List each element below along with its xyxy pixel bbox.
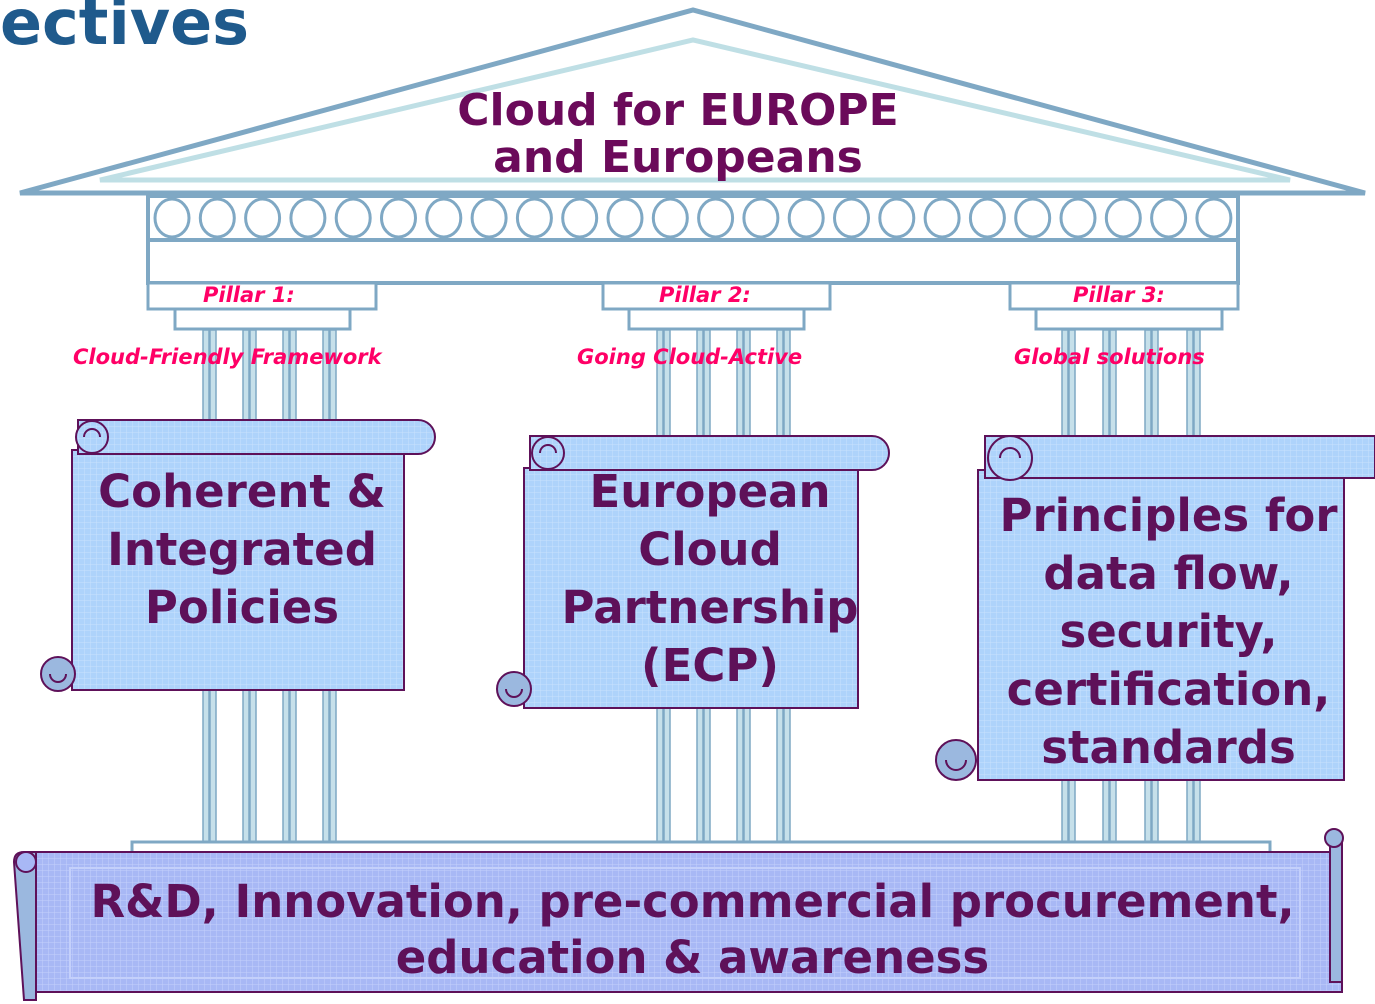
roof-title-line1: Cloud for EUROPE — [457, 85, 899, 136]
frieze-oval — [833, 197, 870, 239]
frieze-oval — [425, 197, 463, 239]
frieze-oval — [1014, 197, 1052, 239]
frieze-oval — [153, 197, 191, 239]
roof-title-line2: and Europeans — [493, 132, 863, 183]
frieze-oval — [515, 197, 553, 239]
frieze-oval — [651, 197, 689, 239]
scroll-pillar-2 — [496, 435, 890, 709]
roof-pediment — [19, 7, 1366, 196]
frieze-oval — [289, 197, 327, 239]
frieze-ovals — [153, 197, 1233, 239]
frieze-oval — [1195, 197, 1233, 239]
foundation-scroll — [12, 828, 1344, 1001]
scroll-pillar-1 — [40, 419, 436, 692]
frieze-oval — [878, 197, 916, 239]
frieze-oval — [787, 197, 825, 239]
frieze-oval — [697, 197, 735, 239]
frieze-oval — [1059, 197, 1097, 239]
frieze-oval — [561, 197, 599, 239]
frieze-oval — [334, 197, 372, 239]
scroll-pillar-3 — [935, 435, 1375, 781]
frieze-oval — [606, 197, 644, 239]
pillar-2-subtitle: Going Cloud-Active — [577, 345, 803, 369]
frieze-oval — [244, 197, 282, 239]
frieze — [146, 194, 1240, 242]
frieze-oval — [198, 197, 236, 239]
frieze-oval — [1150, 197, 1188, 239]
page-title: ectives — [0, 0, 250, 59]
scroll-2-text: European Cloud Partnership (ECP) — [561, 465, 859, 692]
frieze-oval — [923, 197, 961, 239]
pillar-2-label: Pillar 2: — [659, 283, 751, 307]
frieze-oval — [470, 197, 508, 239]
scroll-3-text: Principles for data flow, security, cert… — [999, 489, 1338, 774]
pillar-3-label: Pillar 3: — [1073, 283, 1165, 307]
frieze-oval — [742, 197, 780, 239]
pillar-3-subtitle: Global solutions — [1014, 345, 1205, 369]
pillar-1-label: Pillar 1: — [203, 283, 295, 307]
pillar-capitals — [146, 281, 1240, 331]
foundation-line1: R&D, Innovation, pre-commercial procurem… — [90, 875, 1295, 928]
pillar-1-subtitle: Cloud-Friendly Framework — [73, 345, 382, 369]
foundation-line2: education & awareness — [395, 931, 990, 984]
scroll-1-text: Coherent & Integrated Policies — [98, 465, 386, 634]
frieze-oval — [968, 197, 1006, 239]
frieze-oval — [1104, 197, 1142, 239]
frieze-oval — [380, 197, 417, 239]
architrave — [146, 238, 1240, 285]
